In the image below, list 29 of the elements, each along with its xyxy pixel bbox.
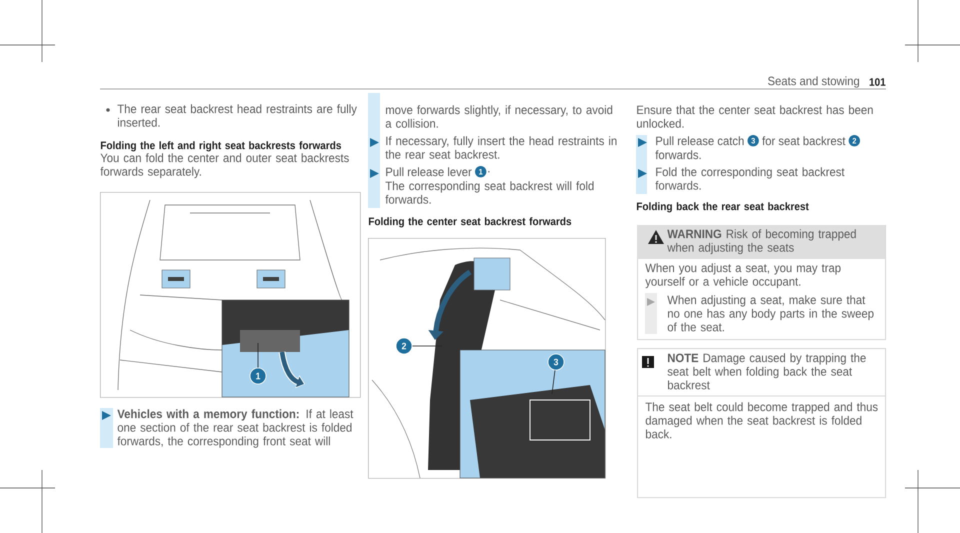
step-text: forwards.	[655, 150, 701, 160]
section-heading: Folding the center seat backrest forwards	[368, 217, 572, 228]
warning-box: WARNING Risk of becoming trapped when adjusting the seats When you adjust a seat, you may trap yourself or a vehicle occupant. When adjusting a seat, make sure that no one has any body parts in the sweep of the seat.	[637, 225, 886, 340]
step-text: Pull release catch	[656, 136, 744, 146]
callout-number: 2	[848, 135, 860, 146]
step-text: move forwards slightly, if necessary, to avoid a collision.	[386, 105, 612, 128]
step-text: If necessary, fully insert the head restraints in the rear seat backrest.	[385, 136, 616, 159]
callout-number: 2	[396, 338, 412, 354]
step-text: The corresponding seat backrest will fold forwards.	[385, 181, 594, 204]
page-number: 101	[870, 78, 886, 86]
step-text: Fold the corresponding seat backrest forwards.	[655, 167, 844, 190]
step-text: Pull release lever	[386, 167, 472, 176]
callout-number: 1	[250, 368, 266, 384]
bullet-text: The rear seat backrest head restraints are fully inserted.	[118, 104, 357, 127]
step-text: .	[488, 171, 490, 172]
section-heading: Folding the left and right seat backrests forwards	[100, 141, 342, 152]
paragraph: You can fold the center and outer seat backrests forwards separately.	[100, 153, 349, 178]
trunk-drawing	[100, 192, 361, 398]
section-heading: Folding back the rear seat backrest	[636, 202, 809, 212]
paragraph: Ensure that the center seat backrest has been unlocked.	[637, 105, 873, 128]
step-text: for seat backrest	[762, 136, 846, 146]
callout-number: 1	[475, 166, 486, 178]
callout-number: 3	[748, 135, 759, 146]
header-title: Seats and stowing	[768, 76, 859, 88]
callout-number: 3	[548, 354, 564, 370]
notice-box: NOTE Damage caused by trapping the seat belt when folding back the seat backrest The seat belt could become trapped and thus damaged when the seat backrest is folded back.	[637, 348, 886, 498]
leader-line	[552, 370, 556, 394]
step-text: Vehicles with a memory function: If at least one section of the rear seat backrest is folded forwards, the corresponding front seat will	[117, 409, 354, 448]
seat-drawing	[368, 238, 606, 479]
